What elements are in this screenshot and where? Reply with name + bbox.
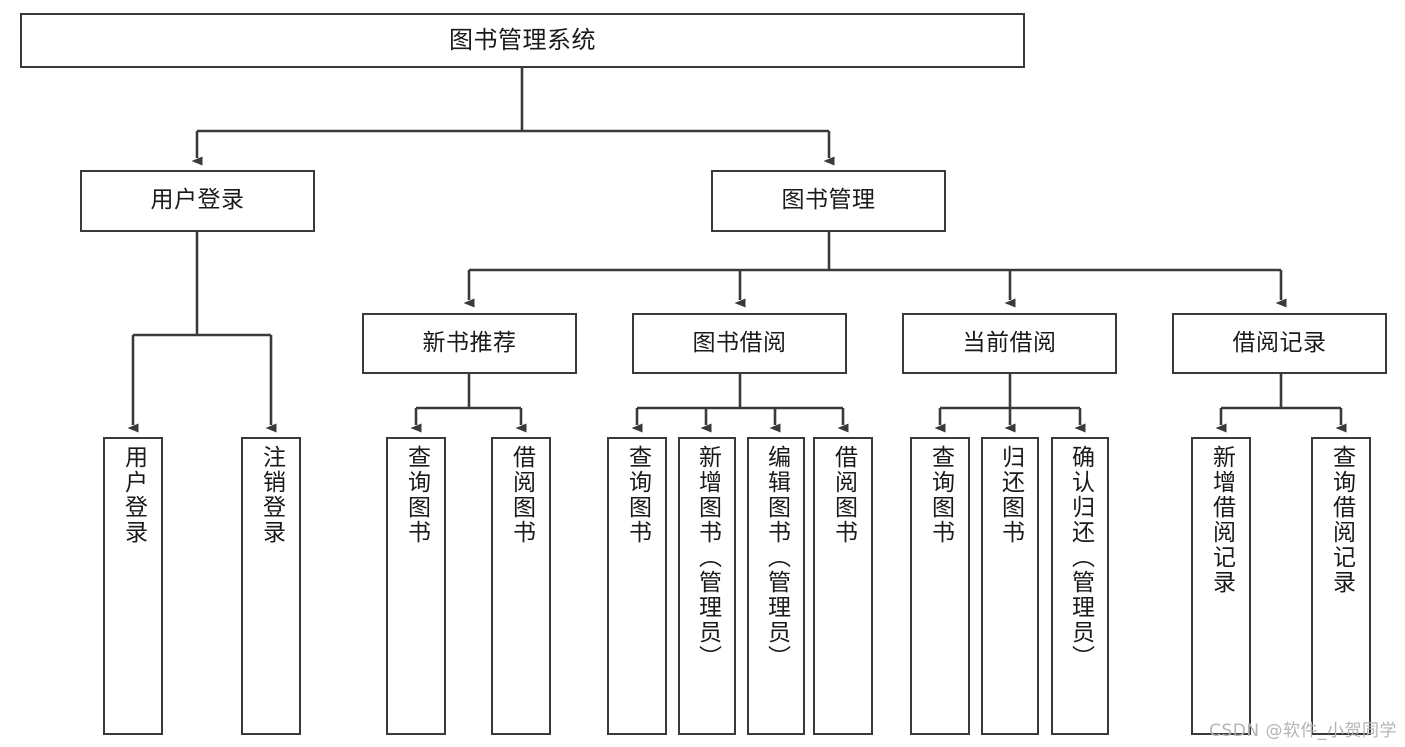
node-leaf-add-book[interactable]: 新增图书（管理员） [678, 437, 736, 735]
node-leaf-query-record[interactable]: 查询借阅记录 [1311, 437, 1371, 735]
node-current-borrow[interactable]: 当前借阅 [902, 313, 1117, 374]
node-leaf-add-book-label: 新增图书（管理员） [694, 445, 721, 670]
node-leaf-add-record[interactable]: 新增借阅记录 [1191, 437, 1251, 735]
node-leaf-edit-book[interactable]: 编辑图书（管理员） [747, 437, 805, 735]
node-leaf-borrow-book-2-label: 借阅图书 [830, 445, 857, 545]
node-user-login-label: 用户登录 [150, 187, 245, 214]
node-leaf-confirm-return-label: 确认归还（管理员） [1067, 445, 1094, 670]
node-leaf-logout-login-label: 注销登录 [258, 445, 285, 545]
node-root[interactable]: 图书管理系统 [20, 13, 1025, 68]
node-leaf-return-book-label: 归还图书 [997, 445, 1024, 545]
node-book-manage-label: 图书管理 [781, 187, 876, 214]
node-borrow-record-label: 借阅记录 [1232, 329, 1327, 356]
node-borrow-record[interactable]: 借阅记录 [1172, 313, 1387, 374]
node-current-borrow-label: 当前借阅 [962, 329, 1057, 356]
node-book-manage[interactable]: 图书管理 [711, 170, 946, 232]
node-new-book-recommend[interactable]: 新书推荐 [362, 313, 577, 374]
node-leaf-query-book-1[interactable]: 查询图书 [386, 437, 446, 735]
node-book-borrow[interactable]: 图书借阅 [632, 313, 847, 374]
node-leaf-borrow-book-1-label: 借阅图书 [508, 445, 535, 545]
node-leaf-query-book-3-label: 查询图书 [927, 445, 954, 545]
node-leaf-query-book-1-label: 查询图书 [403, 445, 430, 545]
node-leaf-query-book-2[interactable]: 查询图书 [607, 437, 667, 735]
node-leaf-query-record-label: 查询借阅记录 [1328, 445, 1355, 595]
node-user-login[interactable]: 用户登录 [80, 170, 315, 232]
node-leaf-return-book[interactable]: 归还图书 [981, 437, 1039, 735]
node-leaf-user-login-label: 用户登录 [120, 445, 147, 545]
node-leaf-add-record-label: 新增借阅记录 [1208, 445, 1235, 595]
node-leaf-logout-login[interactable]: 注销登录 [241, 437, 301, 735]
node-leaf-query-book-3[interactable]: 查询图书 [910, 437, 970, 735]
node-book-borrow-label: 图书借阅 [692, 329, 787, 356]
node-leaf-user-login[interactable]: 用户登录 [103, 437, 163, 735]
node-root-label: 图书管理系统 [449, 26, 596, 55]
node-leaf-borrow-book-2[interactable]: 借阅图书 [813, 437, 873, 735]
node-leaf-query-book-2-label: 查询图书 [624, 445, 651, 545]
node-leaf-borrow-book-1[interactable]: 借阅图书 [491, 437, 551, 735]
node-leaf-edit-book-label: 编辑图书（管理员） [763, 445, 790, 670]
node-new-book-recommend-label: 新书推荐 [422, 329, 517, 356]
node-leaf-confirm-return[interactable]: 确认归还（管理员） [1051, 437, 1109, 735]
